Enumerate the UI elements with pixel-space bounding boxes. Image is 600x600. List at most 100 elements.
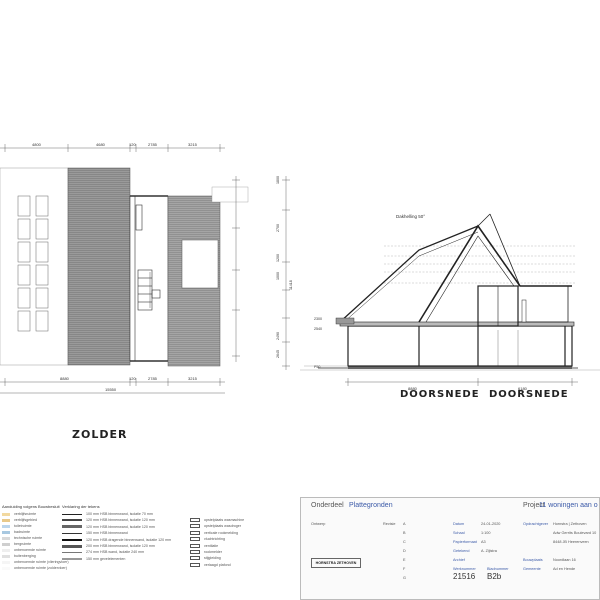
bouwplaats-label: Bouwplaats xyxy=(523,558,543,562)
legend-symbol-icon xyxy=(190,556,200,561)
legend-symbol-icon xyxy=(190,543,200,548)
plan-dimension-bottom xyxy=(0,378,225,394)
address-line-2: 8448 JB Heerenveen xyxy=(553,540,589,544)
getekend-label: Getekend xyxy=(453,549,470,553)
legend-symbol-item: opstelplaats wasdroger xyxy=(190,524,241,529)
legend-symbol-item: verticale rookmelding xyxy=(190,531,238,536)
legend-room-item: toiletruimte xyxy=(2,524,32,529)
legend-symbol-item: vluchtrichting xyxy=(190,537,225,542)
legend-room-label: technische ruimte xyxy=(14,536,43,540)
legend-swatch xyxy=(2,548,10,552)
legend-wall-label: 120 mm HSB binnenwand, isolatie 120 mm xyxy=(86,518,155,523)
attic-floor-plan: 4800 4680 120 2785 3215 xyxy=(0,142,249,394)
revision-letter: B xyxy=(403,531,406,535)
legend-symbol-icon xyxy=(190,524,200,529)
sec-dim-left-7: 2645 xyxy=(276,350,280,358)
gemeente-label: Gemeente xyxy=(523,567,541,571)
project-label: Project xyxy=(523,502,545,509)
revision-letter: E xyxy=(403,558,406,562)
legend-swatch xyxy=(2,560,10,564)
legend-symbol-label: opstelplaats wasdroger xyxy=(204,524,241,529)
sec-dim-left-4: 1000 xyxy=(276,272,280,280)
legend-symbol-label: verlaagd plafond xyxy=(204,562,231,567)
plan-dimension-top xyxy=(0,144,225,152)
revision-letter: F xyxy=(403,567,406,571)
plan-dim-bottom-total: 15550 xyxy=(105,387,117,392)
sec-dim-left-6: 2490 xyxy=(276,332,280,340)
title-block: Onderdeel Plattegronden Project 11 wonin… xyxy=(300,497,600,600)
legend-symbol-label: vluchtrichting xyxy=(204,537,225,542)
legend-wall-label: 120 mm HSB dragende binnenwand, isolatie… xyxy=(86,537,172,542)
plan-title: ZOLDER xyxy=(72,428,128,441)
legend-symbol-item: verlaagd plafond xyxy=(190,563,231,568)
plan-dim-top-2: 4680 xyxy=(96,142,106,147)
section-dimension-left xyxy=(282,176,290,370)
legend-wall-item: 150 mm HSB binnenwand xyxy=(62,531,128,536)
gemeente-value: Ad en Hende xyxy=(553,567,576,571)
section-ground-hatch xyxy=(300,365,600,371)
legend-wall-label: 150 mm HSB binnenwand xyxy=(86,531,128,536)
company-stamp: HORNSTRA ZETHOVEN xyxy=(311,558,361,568)
section-title-1: DOORSNEDE xyxy=(400,389,480,400)
legend-wall-label: 120 mm HSB binnenwand, isolatie 120 mm xyxy=(86,524,155,529)
legend-wall-label: 274 mm HSB wand, isolatie 240 mm xyxy=(86,550,145,555)
section-building xyxy=(318,213,578,369)
revision-letter: D xyxy=(403,549,406,553)
legend-symbol-icon xyxy=(190,550,200,555)
legend-room-item: onbenoemde ruimte xyxy=(2,548,46,553)
plan-dim-bottom-2: 120 xyxy=(129,376,136,381)
legend-symbol-icon xyxy=(190,537,200,542)
opdrachtgever-label: Opdrachtgever xyxy=(523,522,549,526)
plan-dormer-right xyxy=(181,239,219,289)
roof-pitch-label: Dakhelling 50° xyxy=(396,214,425,219)
plan-dim-bottom-4: 3215 xyxy=(188,376,198,381)
legend-line-sample xyxy=(62,532,82,534)
revisie-label: Revisie xyxy=(383,522,396,526)
legend-swatch xyxy=(2,530,10,534)
sec-dim-left-1: 1800 xyxy=(276,176,280,184)
legend-room-label: onbenoemde ruimte (zoldervloer) xyxy=(14,566,67,570)
legend-room-item: onbenoemde ruimte (zoldervloer) xyxy=(2,566,67,571)
legend-room-item: verblijfsruimte xyxy=(2,512,36,517)
legend-symbol-label: verticale rookmelding xyxy=(204,530,238,535)
plan-dim-top-1: 4800 xyxy=(32,142,42,147)
legend-swatch xyxy=(2,566,10,570)
sec-level-2: 2540 xyxy=(314,327,322,331)
sec-dim-left-5: 11418 xyxy=(289,280,293,290)
legend-room-label: onbenoemde ruimte (vlieringvloer) xyxy=(14,560,69,564)
bladnummer-value: B2b xyxy=(487,572,502,581)
legend-line-sample xyxy=(62,557,82,560)
legend-wall-label: 100 mm HSB binnenwand, isolatie 70 mm xyxy=(86,512,153,516)
legend-swatch xyxy=(2,542,10,546)
legend-wall-item: 120 mm HSB dragende binnenwand, isolatie… xyxy=(62,538,171,543)
legend-symbol-item: stijgleiding xyxy=(190,556,221,561)
section-dimension-bottom xyxy=(345,378,578,386)
legend-wall-item: 120 mm HSB binnenwand, isolatie 120 mm xyxy=(62,525,155,530)
plan-attic-room xyxy=(129,195,169,362)
plan-roof-light-left xyxy=(0,167,69,366)
legend-wall-item: 100 mm HSB binnenwand, isolatie 70 mm xyxy=(62,512,153,517)
section-title-2: DOORSNEDE xyxy=(489,389,569,400)
legend-symbol-icon xyxy=(190,530,200,535)
werknummer-value: 21516 xyxy=(453,572,476,581)
legend-line-sample xyxy=(62,551,82,553)
legend-symbol-icon xyxy=(190,562,200,567)
legend-room-item: bergruimte xyxy=(2,542,31,547)
legend-wall-item: 120 mm HSB binnenwand, isolatie 120 mm xyxy=(62,518,155,523)
sec-dim-bottom-2: 6180 xyxy=(518,386,528,391)
papierformaat-label: Papierformaat xyxy=(453,540,477,544)
ontwerp-label: Ontwerp xyxy=(311,522,326,526)
sec-dim-left-2: 2700 xyxy=(276,224,280,232)
legend-symbol-item: ventilatie xyxy=(190,544,218,549)
legend-symbol-label: rookmelder xyxy=(204,550,222,554)
legend-line-sample xyxy=(62,513,82,515)
datum-value: 24-01-2020 xyxy=(481,522,501,526)
legend-room-label: verblijfsgebied xyxy=(14,518,37,522)
legend: Aanduiding volgens Bouwbesluit Verklarin… xyxy=(0,498,300,600)
cross-section: 1800 2700 1200 1000 11418 2490 2645 2300… xyxy=(276,176,600,391)
plan-dim-bottom-3: 2785 xyxy=(148,376,158,381)
legend-col2-title: Verklaring der tekens xyxy=(62,504,100,509)
legend-swatch xyxy=(2,554,10,558)
legend-symbol-icon xyxy=(190,518,200,523)
